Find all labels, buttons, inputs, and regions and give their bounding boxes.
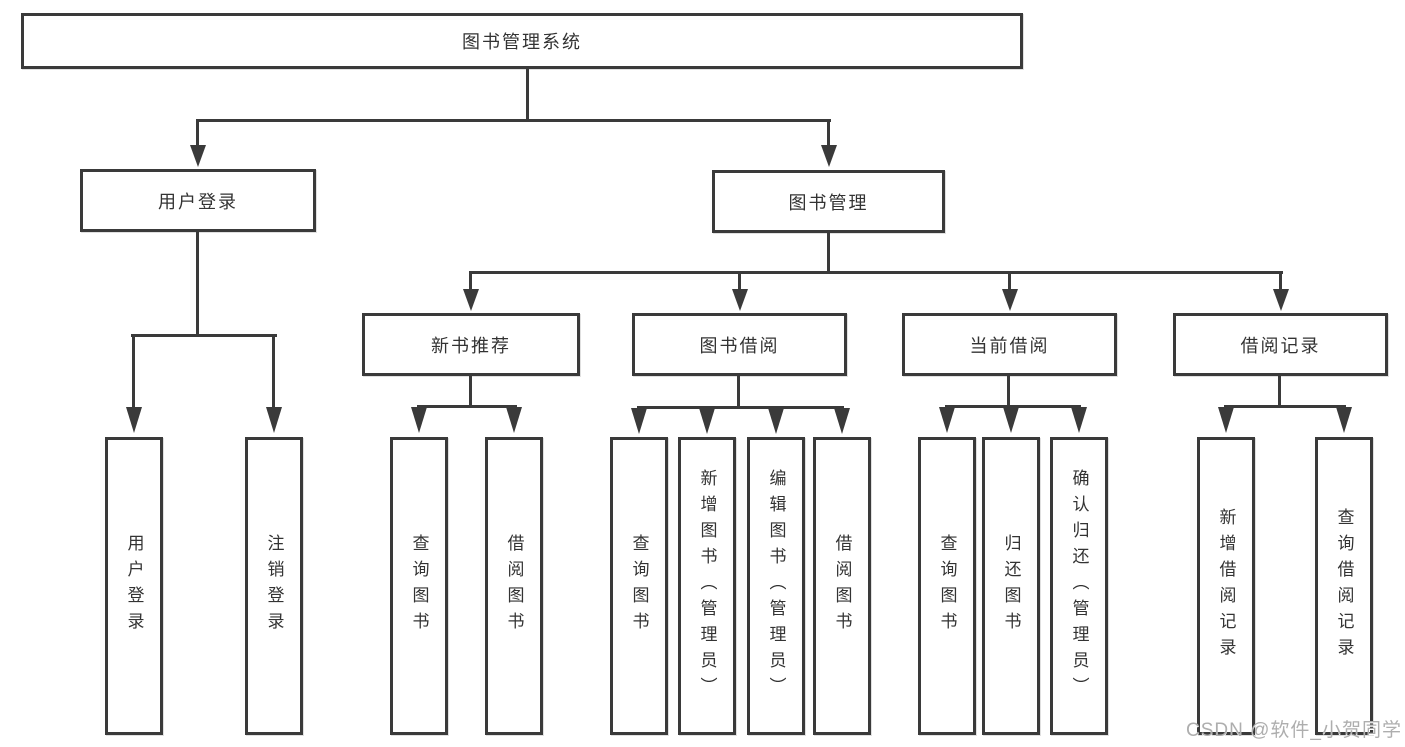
book-management-stem-line bbox=[827, 233, 830, 273]
arrow-down-icon bbox=[732, 289, 748, 311]
node-user-login-label: 用户登录 bbox=[158, 191, 238, 212]
arrow-down-icon bbox=[190, 145, 206, 167]
leaf-query-books-recommend: 查询图书 bbox=[390, 437, 448, 735]
leaf-user-login: 用户登录 bbox=[105, 437, 163, 735]
node-borrowing-records: 借阅记录 bbox=[1173, 313, 1388, 376]
leaf-query-books-borrow: 查询图书 bbox=[610, 437, 668, 735]
node-book-management: 图书管理 bbox=[712, 170, 945, 233]
drop-line-level3 bbox=[1008, 271, 1011, 293]
arrow-down-icon bbox=[1336, 407, 1352, 433]
leaf-confirm-return-admin: 确认归还（管理员） bbox=[1050, 437, 1108, 735]
leaf-add-borrow-record-label: 新增借阅记录 bbox=[1216, 508, 1236, 664]
node-user-login: 用户登录 bbox=[80, 169, 316, 232]
book-borrow-branch-line bbox=[637, 406, 844, 409]
drop-line-leaf bbox=[272, 334, 275, 410]
drop-line-leaf bbox=[132, 334, 135, 410]
user-login-stem-line bbox=[196, 232, 199, 336]
level2-branch-line bbox=[196, 119, 831, 122]
leaf-edit-books-admin-label: 编辑图书（管理员） bbox=[766, 469, 786, 703]
arrow-down-icon bbox=[126, 407, 142, 433]
new-book-branch-line bbox=[417, 405, 517, 408]
leaf-return-books-label: 归还图书 bbox=[1001, 534, 1021, 638]
leaf-borrow-books: 借阅图书 bbox=[813, 437, 871, 735]
drop-line-level3 bbox=[469, 271, 472, 293]
csdn-watermark: CSDN @软件_小贺同学 bbox=[1186, 720, 1402, 741]
book-borrow-stem-line bbox=[737, 376, 740, 408]
arrow-down-icon bbox=[1002, 289, 1018, 311]
leaf-confirm-return-admin-label: 确认归还（管理员） bbox=[1069, 469, 1089, 703]
leaf-borrow-books-recommend: 借阅图书 bbox=[485, 437, 543, 735]
level3-branch-line bbox=[469, 271, 1283, 274]
arrow-down-icon bbox=[821, 145, 837, 167]
arrow-down-icon bbox=[266, 407, 282, 433]
arrow-down-icon bbox=[834, 408, 850, 434]
borrow-record-stem-line bbox=[1278, 376, 1281, 407]
drop-line-book-management bbox=[827, 119, 830, 147]
leaf-logout-label: 注销登录 bbox=[264, 534, 284, 638]
leaf-user-login-label: 用户登录 bbox=[124, 534, 144, 638]
node-root: 图书管理系统 bbox=[21, 13, 1023, 69]
arrow-down-icon bbox=[411, 407, 427, 433]
leaf-add-borrow-record: 新增借阅记录 bbox=[1197, 437, 1255, 735]
arrow-down-icon bbox=[768, 408, 784, 434]
arrow-down-icon bbox=[1273, 289, 1289, 311]
node-root-label: 图书管理系统 bbox=[462, 32, 582, 52]
arrow-down-icon bbox=[463, 289, 479, 311]
leaf-query-borrow-record-label: 查询借阅记录 bbox=[1334, 508, 1354, 664]
arrow-down-icon bbox=[699, 408, 715, 434]
leaf-borrow-books-recommend-label: 借阅图书 bbox=[504, 534, 524, 638]
drop-line-level3 bbox=[1279, 271, 1282, 293]
leaf-logout: 注销登录 bbox=[245, 437, 303, 735]
node-book-management-label: 图书管理 bbox=[788, 192, 869, 213]
leaf-query-borrow-record: 查询借阅记录 bbox=[1315, 437, 1373, 735]
leaf-add-books-admin: 新增图书（管理员） bbox=[678, 437, 736, 735]
leaf-add-books-admin-label: 新增图书（管理员） bbox=[697, 469, 717, 703]
arrow-down-icon bbox=[939, 407, 955, 433]
arrow-down-icon bbox=[1218, 407, 1234, 433]
node-book-borrowing: 图书借阅 bbox=[632, 313, 847, 376]
node-book-borrowing-label: 图书借阅 bbox=[699, 335, 780, 356]
node-current-borrowing: 当前借阅 bbox=[902, 313, 1117, 376]
arrow-down-icon bbox=[506, 407, 522, 433]
leaf-return-books: 归还图书 bbox=[982, 437, 1040, 735]
leaf-edit-books-admin: 编辑图书（管理员） bbox=[747, 437, 805, 735]
leaf-query-books-current-label: 查询图书 bbox=[937, 534, 957, 638]
arrow-down-icon bbox=[631, 408, 647, 434]
leaf-query-books-recommend-label: 查询图书 bbox=[409, 534, 429, 638]
drop-line-user-login bbox=[196, 119, 199, 147]
user-login-branch-line bbox=[131, 334, 277, 337]
borrow-record-branch-line bbox=[1224, 405, 1346, 408]
leaf-query-books-current: 查询图书 bbox=[918, 437, 976, 735]
drop-line-level3 bbox=[738, 271, 741, 293]
node-current-borrowing-label: 当前借阅 bbox=[969, 335, 1050, 356]
leaf-borrow-books-label: 借阅图书 bbox=[832, 534, 852, 638]
node-new-book-recommendation-label: 新书推荐 bbox=[431, 335, 511, 356]
arrow-down-icon bbox=[1003, 407, 1019, 433]
leaf-query-books-borrow-label: 查询图书 bbox=[629, 534, 649, 638]
root-stem-line bbox=[526, 69, 529, 119]
node-new-book-recommendation: 新书推荐 bbox=[362, 313, 580, 376]
node-borrowing-records-label: 借阅记录 bbox=[1240, 335, 1321, 356]
arrow-down-icon bbox=[1071, 407, 1087, 433]
current-borrow-branch-line bbox=[945, 405, 1081, 408]
new-book-stem-line bbox=[469, 376, 472, 407]
current-borrow-stem-line bbox=[1007, 376, 1010, 407]
